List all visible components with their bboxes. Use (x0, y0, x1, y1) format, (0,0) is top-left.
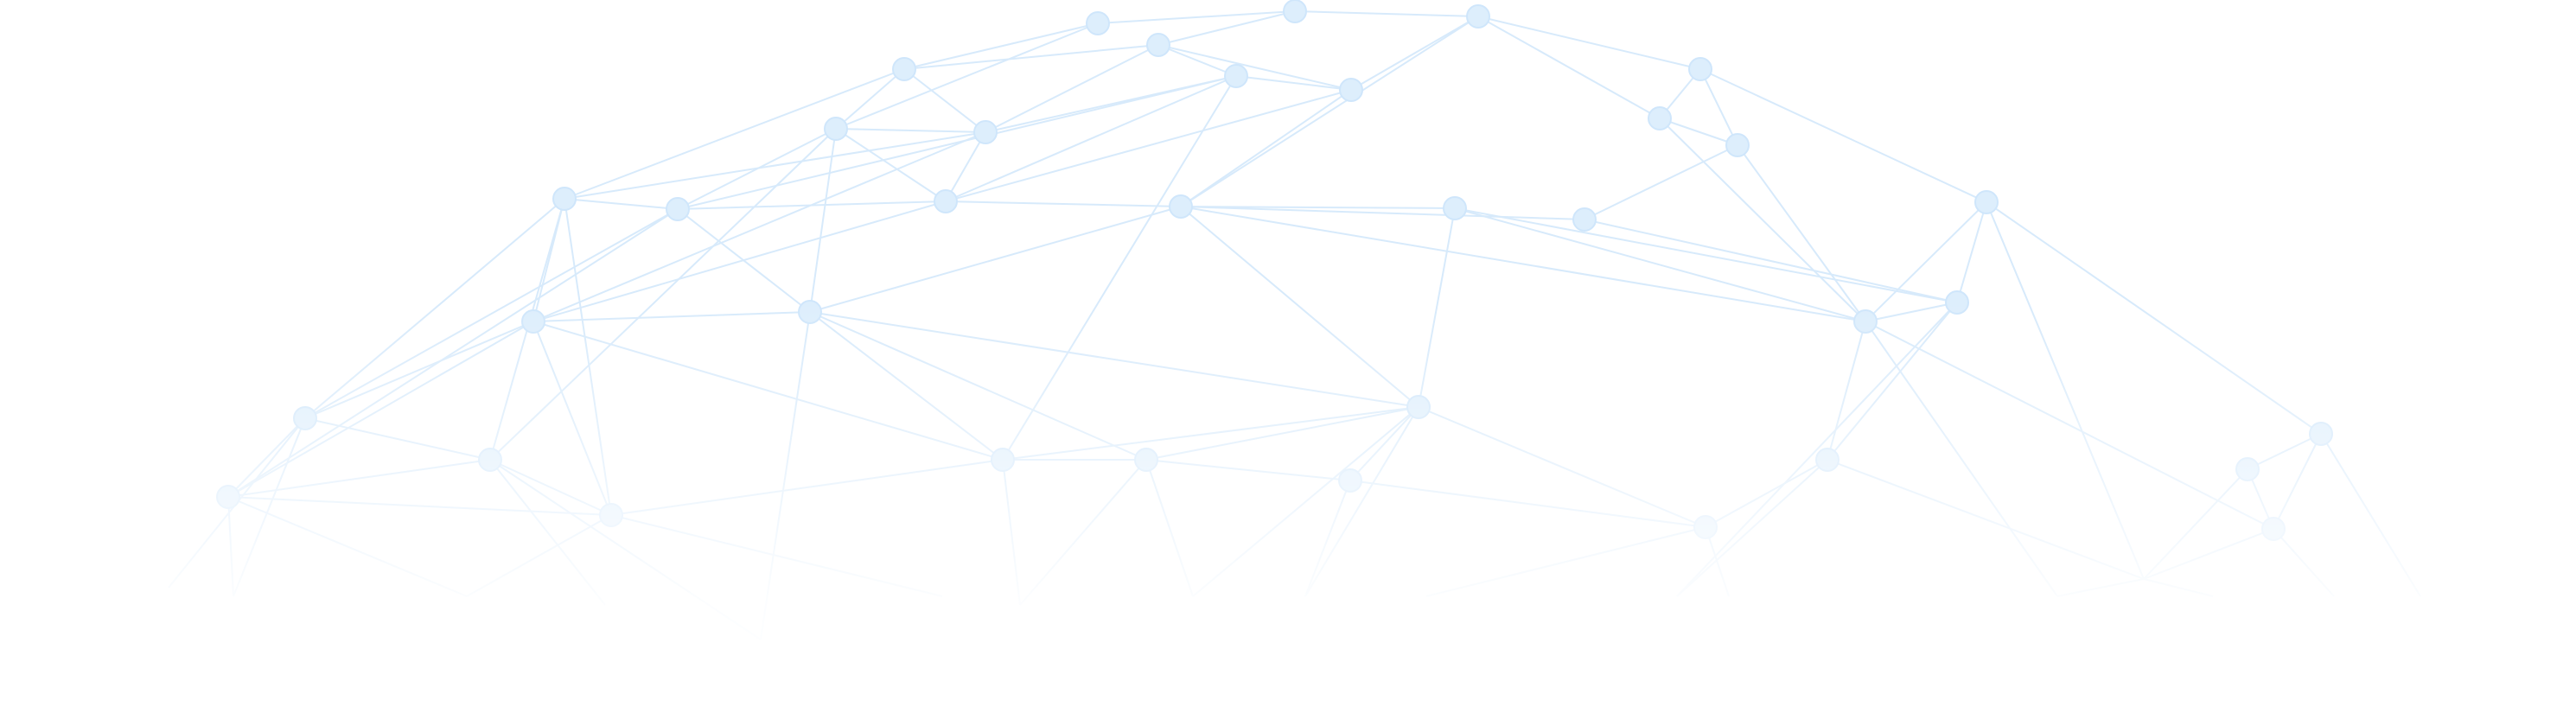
network-mesh-graphic (0, 0, 2576, 719)
bottom-fade-overlay (0, 0, 2576, 719)
network-background (0, 0, 2576, 719)
